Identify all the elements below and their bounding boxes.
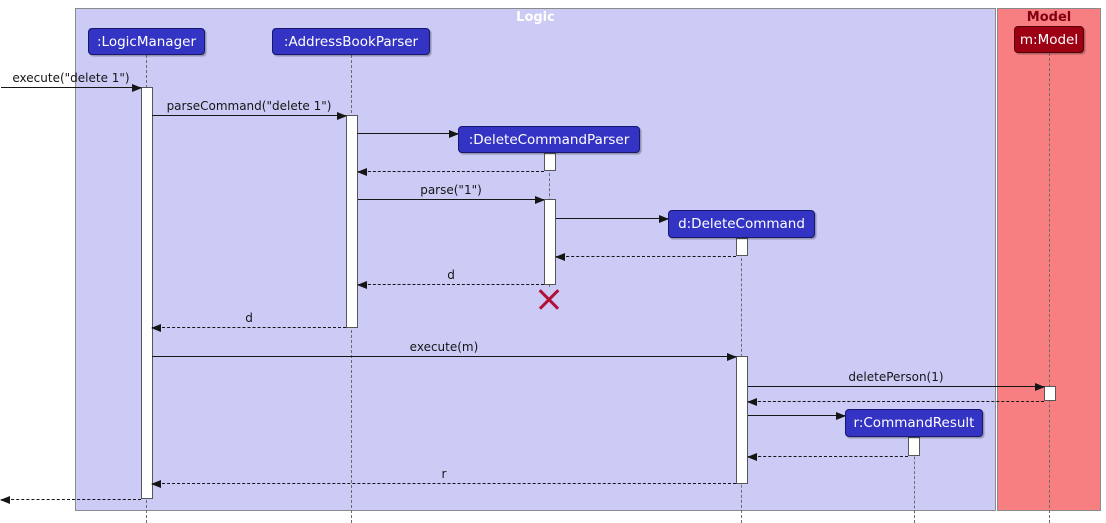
return-d-to-parser: d	[357, 268, 544, 289]
message-parse-command: parseCommand("delete 1")	[152, 99, 347, 120]
message-line	[358, 284, 544, 285]
message-label: execute(m)	[409, 340, 479, 354]
return-r-to-logic-manager: r	[151, 467, 736, 488]
arrowhead-right-icon	[659, 215, 669, 223]
arrowhead-left-icon	[151, 480, 161, 488]
activation-logic-manager	[141, 87, 153, 499]
return-from-delete-command-create	[555, 248, 736, 261]
message-line	[556, 256, 736, 257]
activation-delete-command-create	[736, 238, 748, 256]
message-label: parseCommand("delete 1")	[166, 99, 332, 113]
message-line	[152, 115, 346, 116]
arrowhead-left-icon	[0, 496, 10, 504]
message-parse: parse("1")	[358, 183, 545, 204]
arrowhead-right-icon	[132, 84, 142, 92]
message-line	[748, 401, 1044, 402]
participant-delete-command-parser: :DeleteCommandParser	[458, 126, 640, 153]
participant-logic-manager: :LogicManager	[88, 28, 205, 55]
participant-label: :AddressBookParser	[283, 33, 419, 50]
arrowhead-left-icon	[151, 324, 161, 332]
arrowhead-left-icon	[747, 453, 757, 461]
message-label: parse("1")	[420, 183, 482, 197]
model-frame-title: Model	[1026, 10, 1072, 25]
arrowhead-right-icon	[337, 112, 347, 120]
message-label: deletePerson(1)	[848, 370, 944, 384]
logic-frame: Logic	[75, 8, 996, 511]
participant-label: r:CommandResult	[853, 415, 975, 431]
message-line	[748, 456, 908, 457]
message-line	[152, 483, 736, 484]
arrowhead-right-icon	[836, 412, 846, 420]
arrowhead-right-icon	[1035, 383, 1045, 391]
participant-model: m:Model	[1014, 26, 1084, 53]
message-label: d	[245, 311, 253, 325]
participant-label: m:Model	[1019, 31, 1079, 48]
participant-command-result: r:CommandResult	[845, 409, 983, 437]
arrowhead-left-icon	[747, 398, 757, 406]
destroy-x-icon	[537, 287, 561, 311]
participant-label: :DeleteCommandParser	[468, 131, 630, 148]
activation-delete-command-execute	[736, 356, 748, 484]
activation-delete-command-parser-parse	[544, 199, 556, 285]
arrowhead-left-icon	[555, 253, 565, 261]
activation-delete-command-parser-create	[544, 153, 556, 171]
arrowhead-right-icon	[535, 196, 545, 204]
lifeline-command-result	[914, 437, 915, 523]
participant-label: d:DeleteCommand	[678, 216, 805, 232]
message-line	[358, 171, 544, 172]
arrowhead-right-icon	[449, 130, 459, 138]
return-from-model	[747, 393, 1044, 406]
participant-label: :LogicManager	[96, 33, 196, 50]
return-from-command-result-create	[747, 448, 908, 461]
message-create-delete-command-parser	[357, 125, 459, 138]
message-line	[748, 415, 845, 416]
arrowhead-left-icon	[357, 168, 367, 176]
message-execute-m: execute(m)	[152, 340, 737, 361]
message-label: d	[447, 268, 455, 282]
message-line	[152, 327, 346, 328]
message-line	[358, 199, 544, 200]
message-line	[556, 218, 668, 219]
activation-command-result	[908, 437, 920, 456]
message-line	[1, 499, 141, 500]
message-create-command-result	[748, 407, 846, 420]
message-delete-person: deletePerson(1)	[748, 370, 1045, 391]
message-execute-delete: execute("delete 1")	[1, 71, 142, 92]
return-final	[0, 491, 141, 504]
return-d-to-logic-manager: d	[151, 311, 346, 332]
activation-address-book-parser	[346, 115, 358, 328]
participant-address-book-parser: :AddressBookParser	[272, 28, 430, 55]
arrowhead-right-icon	[727, 353, 737, 361]
logic-frame-title: Logic	[516, 10, 555, 25]
return-from-delete-command-parser-create	[357, 163, 544, 176]
message-line	[1, 87, 141, 88]
message-line	[357, 133, 458, 134]
participant-delete-command: d:DeleteCommand	[668, 210, 815, 238]
message-line	[152, 356, 736, 357]
activation-model	[1044, 386, 1056, 401]
lifeline-model	[1049, 53, 1050, 523]
message-label: execute("delete 1")	[12, 71, 130, 85]
message-create-delete-command	[556, 210, 669, 223]
message-line	[748, 386, 1044, 387]
arrowhead-left-icon	[357, 281, 367, 289]
message-label: r	[441, 467, 447, 481]
